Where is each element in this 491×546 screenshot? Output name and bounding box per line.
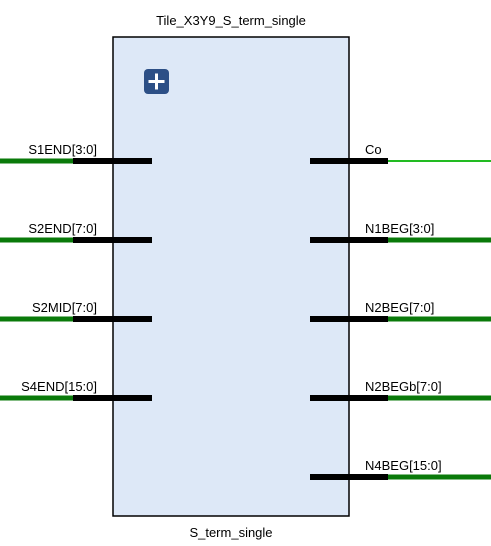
plus-icon[interactable] <box>144 69 169 94</box>
input-ports: S1END[3:0] S2END[7:0] S2MID[7:0] S4END[15:0… <box>0 142 152 401</box>
instance-title: Tile_X3Y9_S_term_single <box>156 13 306 28</box>
output-port-label: N4BEG[15:0] <box>365 458 442 473</box>
input-port-label: S1END[3:0] <box>28 142 97 157</box>
module-block[interactable] <box>112 36 350 517</box>
output-port-label: N1BEG[3:0] <box>365 221 434 236</box>
output-port-label: N2BEGb[7:0] <box>365 379 442 394</box>
input-port-label: S2END[7:0] <box>28 221 97 236</box>
module-name: S_term_single <box>189 525 272 540</box>
output-port-label: N2BEG[7:0] <box>365 300 434 315</box>
input-port-label: S2MID[7:0] <box>32 300 97 315</box>
input-port-label: S4END[15:0] <box>21 379 97 394</box>
output-port-label: Co <box>365 142 382 157</box>
